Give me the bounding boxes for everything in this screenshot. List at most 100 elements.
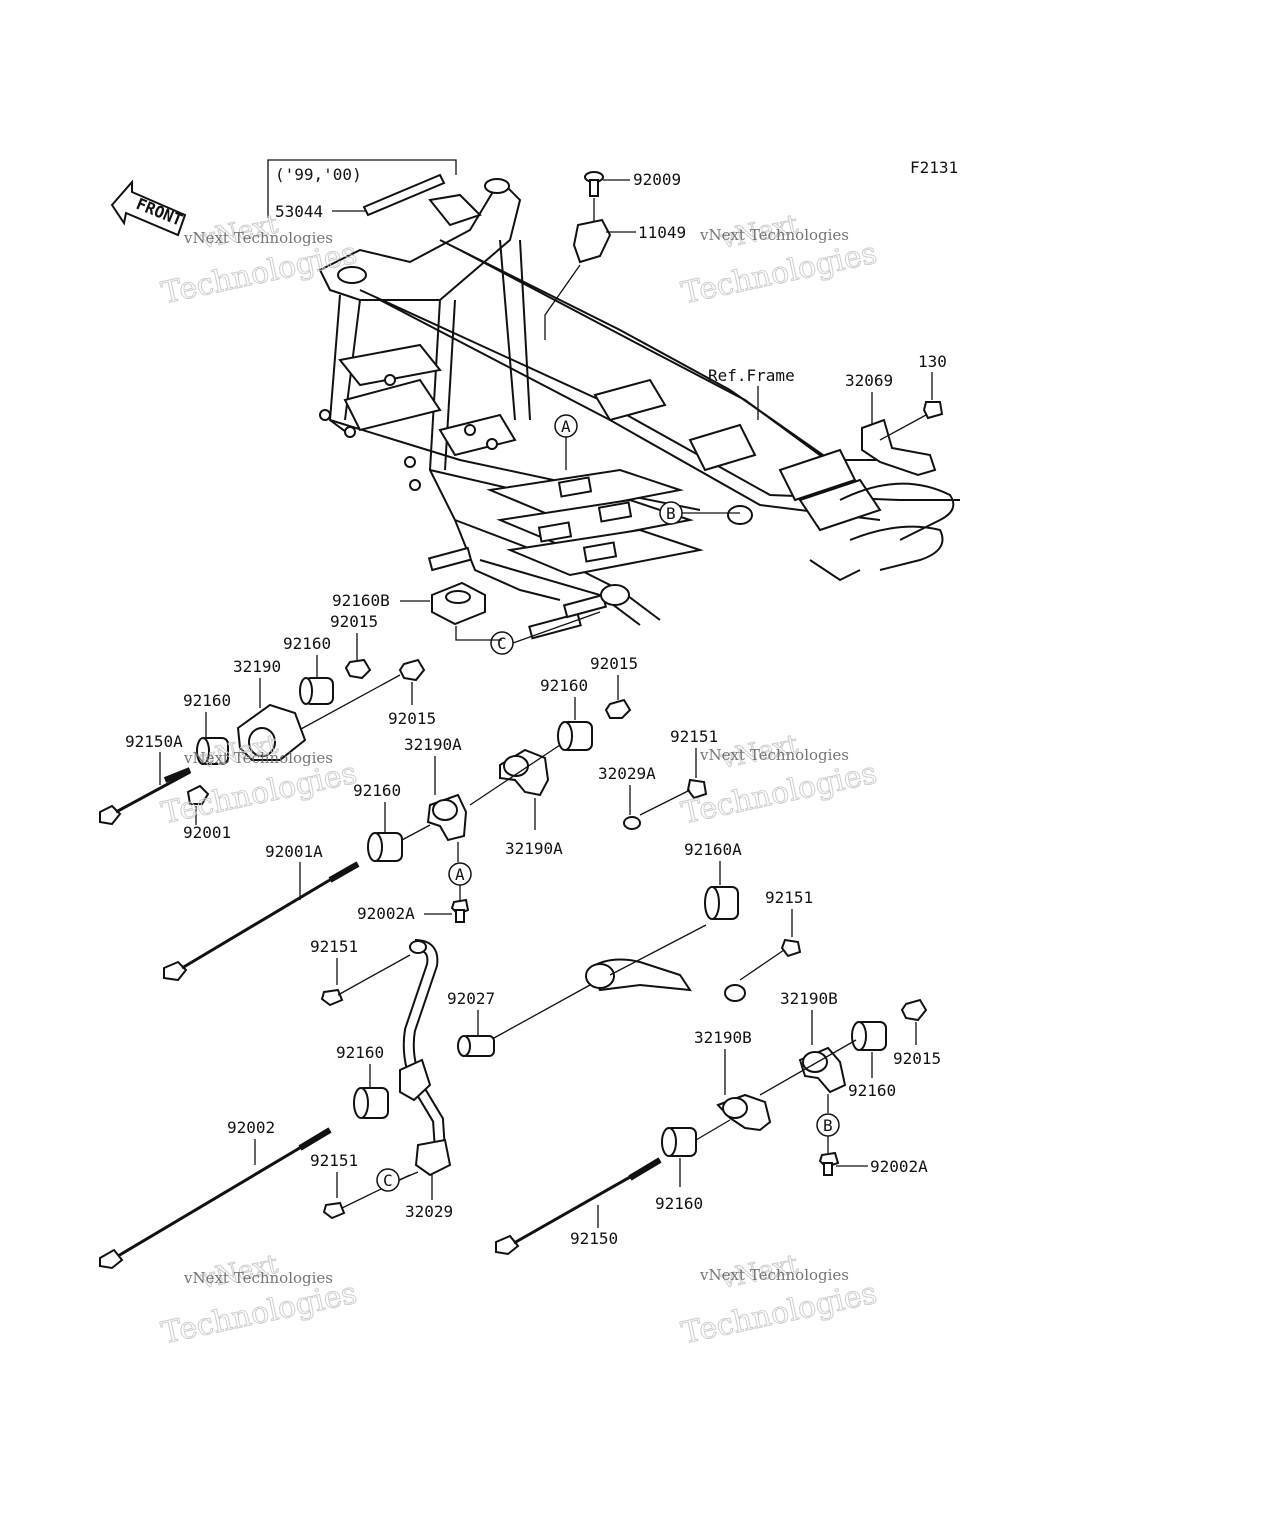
mount-32190-icon [236,703,307,761]
label-92160-f: 92160 [848,1081,896,1100]
svg-text:vNext Technologies: vNext Technologies [183,1269,333,1287]
watermark-1: vNext Technologies vNext Technologies [158,209,360,312]
mount-32190B-a-icon [798,1046,847,1094]
bolt-92150A-icon [99,767,192,826]
nut-92015-b-icon [398,658,426,682]
watermark-3: vNext Technologies vNext Technologies [158,729,360,832]
label-92151-c: 92151 [310,937,358,956]
rubber-92160A-icon [704,886,739,920]
label-92002A-b: 92002A [870,1157,928,1176]
label-92150: 92150 [570,1229,618,1248]
svg-text:Technologies: Technologies [158,756,359,832]
svg-text:Technologies: Technologies [158,1276,359,1352]
label-92015-b: 92015 [388,709,436,728]
mount-32190A-a-icon [426,793,468,842]
label-92015-c: 92015 [590,654,638,673]
label-92160-a: 92160 [283,634,331,653]
spacer-92160B-icon [431,581,486,626]
bracket-32069-icon [861,418,937,477]
bracket-32029-icon [399,939,452,1177]
bracket-11049-icon [572,218,612,264]
nut-92015-c-icon [604,698,632,719]
label-92160-d: 92160 [540,676,588,695]
label-92151-b: 92151 [765,888,813,907]
svg-text:vNext Technologies: vNext Technologies [699,1266,849,1284]
label-92002: 92002 [227,1118,275,1137]
label-92150A: 92150A [125,732,183,751]
year-note: ('99,'00) [275,165,362,184]
label-92001A: 92001A [265,842,323,861]
rubber-92160-b-icon [196,737,229,765]
mount-32190A-b-icon [499,748,550,797]
label-92160B: 92160B [332,591,390,610]
figure-code: F2131 [910,158,958,177]
bolt-130-icon [879,401,944,441]
label-92151-a: 92151 [670,727,718,746]
svg-text:C: C [383,1171,393,1190]
watermark-6: vNext Technologies vNext Technologies [678,1249,880,1352]
nut-92001-icon [186,784,210,805]
svg-text:Technologies: Technologies [678,756,879,832]
label-32029A: 32029A [598,764,656,783]
nut-92015-a-icon [344,658,372,680]
collar-92027-icon [457,1035,495,1057]
bolt-92001A-icon [163,861,360,982]
svg-text:Technologies: Technologies [158,236,359,312]
svg-text:Technologies: Technologies [678,236,879,312]
label-92009: 92009 [633,170,681,189]
label-11049: 11049 [638,223,686,242]
callout-b-lower: B [816,1094,840,1153]
rubber-92160-e-icon [353,1087,389,1119]
ref-frame-label: Ref.Frame [708,366,795,385]
svg-text:C: C [497,634,507,653]
svg-text:Technologies: Technologies [678,1276,879,1352]
label-130: 130 [918,352,947,371]
year-note-box: ('99,'00) 53044 [267,159,457,221]
label-92160-b: 92160 [183,691,231,710]
bolt-92002A-a-icon [450,898,470,923]
label-92160-e: 92160 [336,1043,384,1062]
callout-a-lower: A [448,842,472,900]
bracket-32029A-icon [585,814,746,1022]
label-32190A-a: 32190A [404,735,462,754]
label-92001: 92001 [183,823,231,842]
watermark-2: vNext Technologies vNext Technologies [678,209,880,312]
callout-c-lower: C [376,1168,419,1192]
svg-text:B: B [666,504,676,523]
label-92015-d: 92015 [893,1049,941,1068]
svg-text:vNext Technologies: vNext Technologies [183,229,333,247]
svg-text:vNext Technologies: vNext Technologies [699,746,849,764]
main-frame [318,178,960,640]
label-92160-g: 92160 [655,1194,703,1213]
label-92015-a: 92015 [330,612,378,631]
svg-text:A: A [561,417,571,436]
callout-a-frame: A [554,414,578,470]
svg-text:B: B [823,1116,833,1135]
label-92002A-a: 92002A [357,904,415,923]
rubber-92160-g-icon [661,1127,697,1157]
front-arrow-icon: FRONT [110,179,187,237]
label-92151-d: 92151 [310,1151,358,1170]
rubber-92160-f-icon [851,1021,887,1051]
label-32190B-b: 32190B [694,1028,752,1047]
mount-32190B-b-icon [716,1093,772,1132]
bolt-92150-icon [495,1157,662,1256]
callout-c-frame: C [490,611,601,655]
screw-92009-icon [584,171,604,197]
svg-text:vNext Technologies: vNext Technologies [699,226,849,244]
label-32190: 32190 [233,657,281,676]
label-92160-c: 92160 [353,781,401,800]
label-32029: 32029 [405,1202,453,1221]
label-53044: 53044 [275,202,323,221]
label-32190A-b: 32190A [505,839,563,858]
nut-92015-d-icon [900,998,928,1022]
callout-b-frame: B [659,501,740,525]
label-32069: 32069 [845,371,893,390]
rubber-92160-c-icon [367,832,403,862]
bolt-92151-c-icon [320,954,411,1007]
bolt-92151-b-icon [739,938,802,981]
watermark-5: vNext Technologies vNext Technologies [158,1249,360,1352]
svg-text:vNext Technologies: vNext Technologies [183,749,333,767]
